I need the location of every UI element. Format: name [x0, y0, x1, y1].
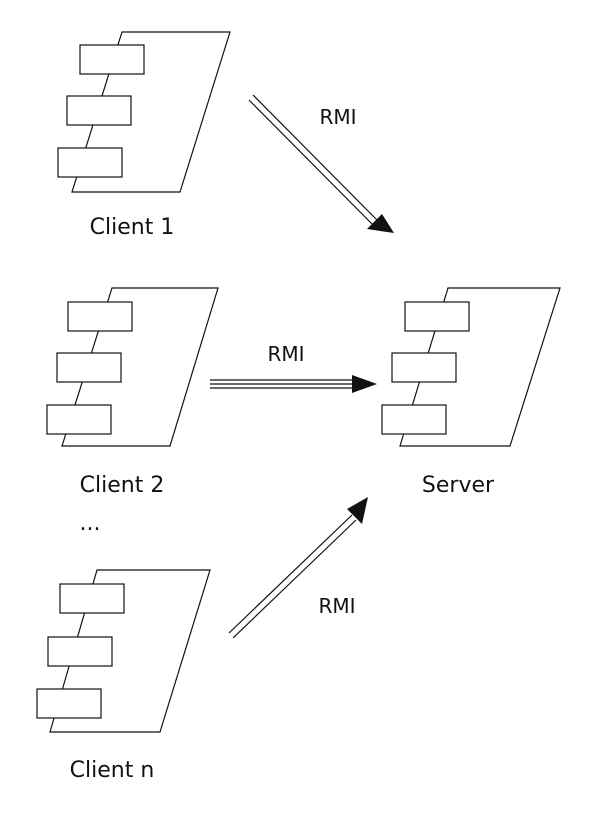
- rmi-edge-client-n-arrowhead: [347, 497, 368, 524]
- client-2-port-middle: [56, 352, 122, 383]
- client-n-port-top: [59, 583, 125, 614]
- client-2-component: [46, 287, 219, 447]
- rmi-edge-client-2: [210, 375, 377, 393]
- client-1-component: [57, 31, 231, 193]
- server-port-bottom: [381, 404, 447, 435]
- server-port-top: [404, 301, 470, 332]
- rmi-edge-client-n: [228, 497, 368, 639]
- rmi-edge-client-1: [248, 94, 394, 233]
- client-n-port-bottom: [36, 688, 102, 719]
- client-n-port-middle: [47, 636, 113, 667]
- client-1-port-top: [79, 44, 145, 75]
- client-n-label: Client n: [70, 758, 155, 783]
- more-clients-ellipsis: ...: [80, 511, 101, 536]
- client-1-port-bottom: [57, 147, 123, 178]
- server-label: Server: [422, 473, 495, 498]
- rmi-edge-client-n-rail-a: [228, 514, 353, 634]
- rmi-edge-client-1-rail-b: [248, 99, 373, 225]
- server-component: [381, 287, 561, 447]
- client-n-component: [36, 569, 211, 733]
- client-2-port-bottom: [46, 404, 112, 435]
- rmi-label-client-1: RMI: [319, 105, 356, 129]
- client-1-label: Client 1: [90, 215, 175, 240]
- rmi-edge-client-n-rail-b: [232, 519, 357, 639]
- rmi-label-client-2: RMI: [267, 342, 304, 366]
- client-2-port-top: [67, 301, 133, 332]
- client-2-label: Client 2: [80, 473, 165, 498]
- rmi-label-client-n: RMI: [318, 594, 355, 618]
- rmi-edge-client-2-arrowhead: [352, 375, 377, 393]
- client-1-port-middle: [66, 95, 132, 126]
- server-port-middle: [391, 352, 457, 383]
- rmi-edge-client-1-rail-a: [252, 94, 378, 221]
- rmi-edge-client-1-arrowhead: [367, 214, 394, 233]
